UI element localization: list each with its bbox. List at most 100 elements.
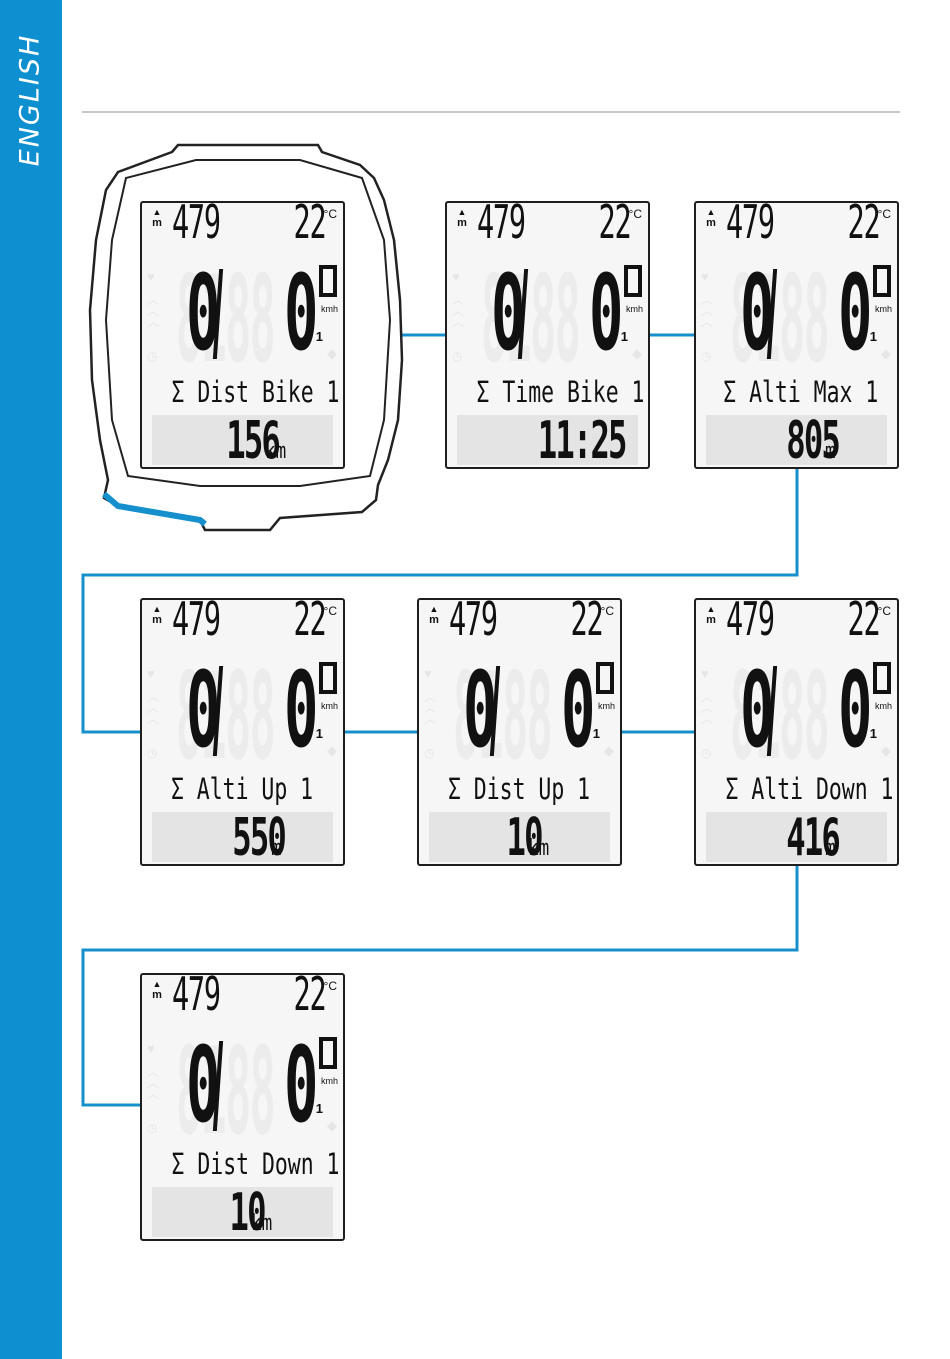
altitude-unit: m [152,614,162,626]
altitude-unit: m [429,614,439,626]
speed-unit: kmh [320,701,338,711]
speed-unit: kmh [874,701,892,711]
lcd-screen: 8188 ▲ m 479 22 °C ♥ ︿︿︿ ◷ 0 0 kmh 1 ◆ Σ… [140,598,345,866]
diamond-icon: ◆ [632,346,642,361]
speed-value: 0 [589,252,624,374]
screen-unit: m [825,439,836,464]
speed-value: 0 [838,252,873,374]
screen-label: Σ Time Bike 1 [476,375,645,409]
speed-unit: kmh [320,1076,338,1086]
mountain-icon: ▲ [152,979,162,989]
lcd-ghost-segments: 8188 [481,251,581,390]
temperature-value: 22 [293,598,326,646]
diamond-icon: ◆ [881,346,891,361]
clock-icon: ◷ [701,746,712,760]
screen-label: Σ Dist Bike 1 [171,375,340,409]
heart-icon: ♥ [147,666,155,681]
lcd-screen: 8188 ▲ m 479 22 °C ♥ ︿︿︿ ◷ 0 0 kmh 1 ◆ Σ… [140,201,345,469]
altitude-value: 479 [477,201,526,249]
chevron-up-icon: ︿︿︿ [147,1065,160,1101]
temperature-value: 22 [598,201,631,249]
screen-value: 416 [786,808,842,866]
screen-unit: km [250,1211,272,1236]
temperature-value: 22 [847,598,880,646]
lcd-ghost-segments: 8188 [176,648,276,787]
temperature-value: 22 [293,201,326,249]
temperature-value: 22 [293,973,326,1021]
screen-value-line: 10km [142,1183,343,1241]
screen-value-line: 416m [696,808,897,866]
lcd-screen: 8188 ▲ m 479 22 °C ♥ ︿︿︿ ◷ 0 0 kmh 1 ◆ Σ… [445,201,650,469]
chevron-up-icon: ︿︿︿ [147,293,160,329]
altitude-indicator: ▲ m [700,604,722,626]
bike-number: 1 [869,726,877,741]
heart-icon: ♥ [452,269,460,284]
screen-value-line: 550m [142,808,343,866]
diamond-icon: ◆ [881,743,891,758]
altitude-value: 479 [172,973,221,1021]
temperature-unit: °C [877,207,891,221]
speed-decimal [319,1037,337,1069]
clock-icon: ◷ [452,349,463,363]
temperature-unit: °C [600,604,614,618]
screen-value: 550 [232,808,288,866]
speed-unit: kmh [874,304,892,314]
bike-number: 1 [620,329,628,344]
lcd-screen: 8188 ▲ m 479 22 °C ♥ ︿︿︿ ◷ 0 0 kmh 1 ◆ Σ… [140,973,345,1241]
value-background [152,812,333,862]
altitude-value: 479 [726,201,775,249]
speed-decimal [319,265,337,297]
bike-number: 1 [592,726,600,741]
altitude-indicator: ▲ m [146,207,168,229]
altitude-indicator: ▲ m [700,207,722,229]
value-background [152,415,333,465]
screen-value-line: 156km [142,413,343,467]
speed-decimal [624,265,642,297]
screen-value: 10 [506,808,543,866]
chevron-up-icon: ︿︿︿ [147,690,160,726]
screen-value: 805 [786,411,842,469]
screen-label: Σ Alti Down 1 [725,772,894,806]
chevron-up-icon: ︿︿︿ [701,690,714,726]
heart-icon: ♥ [424,666,432,681]
speed-value: 0 [284,649,319,771]
screen-unit: km [527,836,549,861]
screen-value: 10 [229,1183,266,1241]
speed-value: 0 [284,1024,319,1146]
speed-value: 0 [561,649,596,771]
screen-label: Σ Alti Up 1 [171,772,314,806]
altitude-indicator: ▲ m [146,604,168,626]
diamond-icon: ◆ [327,346,337,361]
altitude-unit: m [152,217,162,229]
screen-label: Σ Dist Down 1 [171,1147,340,1181]
diamond-icon: ◆ [327,743,337,758]
value-background [429,812,610,862]
bike-number: 1 [315,1101,323,1116]
heart-icon: ♥ [701,666,709,681]
altitude-value: 479 [172,201,221,249]
speed-value: 0 [284,252,319,374]
value-background [706,812,887,862]
header-rule [82,111,900,113]
screen-unit: m [271,836,282,861]
lcd-screen: 8188 ▲ m 479 22 °C ♥ ︿︿︿ ◷ 0 0 kmh 1 ◆ Σ… [417,598,622,866]
mountain-icon: ▲ [706,604,716,614]
chevron-up-icon: ︿︿︿ [701,293,714,329]
temperature-unit: °C [323,207,337,221]
lcd-ghost-segments: 8188 [730,251,830,390]
lcd-ghost-segments: 8188 [453,648,553,787]
speed-decimal [873,662,891,694]
altitude-indicator: ▲ m [423,604,445,626]
temperature-unit: °C [323,979,337,993]
altitude-unit: m [706,217,716,229]
screen-value-line: 10km [419,808,620,866]
value-background [706,415,887,465]
screen-unit: m [825,836,836,861]
clock-icon: ◷ [147,1121,158,1135]
clock-icon: ◷ [147,746,158,760]
heart-icon: ♥ [147,1041,155,1056]
altitude-indicator: ▲ m [146,979,168,1001]
screen-value-line: 11:25 [447,413,648,467]
screen-label: Σ Dist Up 1 [448,772,591,806]
temperature-value: 22 [570,598,603,646]
